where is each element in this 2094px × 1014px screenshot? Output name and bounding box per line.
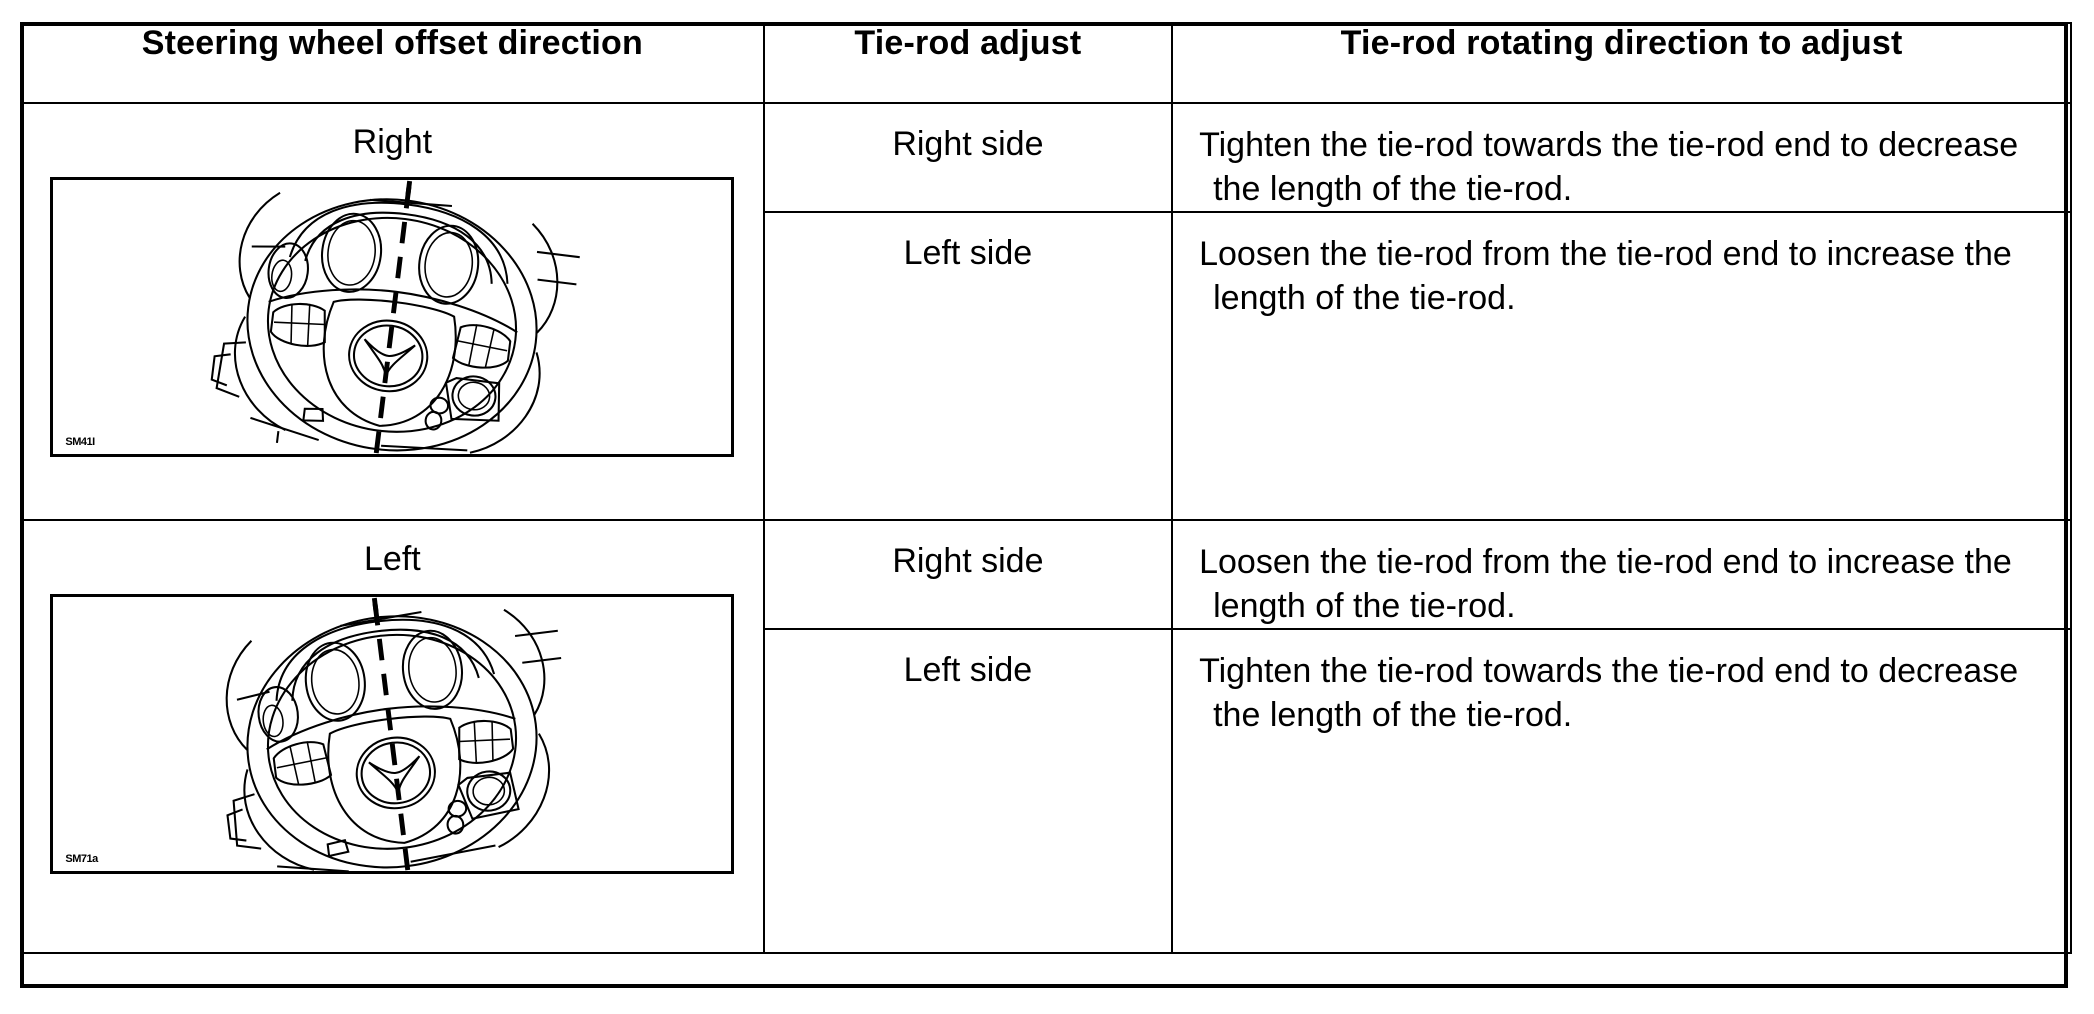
table-body: Right [20, 101, 2072, 955]
figure-code-label: SM71a [65, 853, 98, 866]
tie-rod-description-cell: Tighten the tie-rod towards the tie-rod … [1171, 101, 2072, 214]
tie-rod-adjustment-table: Steering wheel offset direction Tie-rod … [20, 22, 2072, 955]
table-header-row: Steering wheel offset direction Tie-rod … [20, 22, 2072, 104]
tie-rod-side-cell: Right side [762, 519, 1174, 631]
steering-wheel-icon [210, 181, 581, 455]
column-header-tie-rod-rotating-direction: Tie-rod rotating direction to adjust [1171, 22, 2072, 104]
offset-direction-cell-left: Left [20, 519, 765, 955]
table-row: Left [20, 519, 2072, 955]
offset-direction-cell-right: Right [20, 101, 765, 522]
table-row: Right [20, 101, 2072, 522]
steering-wheel-figure-left: SM71a [50, 594, 735, 875]
column-header-tie-rod-adjust: Tie-rod adjust [762, 22, 1174, 104]
tie-rod-side-label: Right side [892, 542, 1044, 581]
table-row: Left side Tighten the tie-rod towards th… [21, 628, 2072, 955]
offset-direction-label: Right [352, 123, 433, 161]
tie-rod-description-cell: Tighten the tie-rod towards the tie-rod … [1171, 628, 2072, 955]
tie-rod-side-cell: Left side [762, 211, 1174, 522]
tie-rod-description-cell: Loosen the tie-rod from the tie-rod end … [1171, 519, 2072, 631]
steering-wheel-icon [225, 598, 562, 872]
column-header-steering-wheel-offset-direction: Steering wheel offset direction [20, 22, 765, 104]
figure-code-label: SM41I [65, 436, 95, 449]
tie-rod-description-text: Loosen the tie-rod from the tie-rod end … [1199, 235, 2012, 317]
tie-rod-description-text: Tighten the tie-rod towards the tie-rod … [1199, 652, 2019, 734]
table-row: Left side Loosen the tie-rod from the ti… [21, 211, 2072, 522]
tie-rod-description-text: Loosen the tie-rod from the tie-rod end … [1199, 543, 2012, 625]
tie-rod-side-label: Right side [892, 125, 1044, 163]
tie-rod-side-label: Left side [903, 234, 1033, 273]
offset-direction-label: Left [364, 540, 421, 579]
tie-rod-side-label: Left side [903, 651, 1033, 690]
tie-rod-side-cell: Left side [762, 628, 1174, 955]
tie-rod-side-cell: Right side [762, 101, 1174, 214]
table-header: Steering wheel offset direction Tie-rod … [20, 22, 2072, 104]
tie-rod-description-text: Tighten the tie-rod towards the tie-rod … [1199, 126, 2019, 208]
steering-wheel-figure-right: SM41I [50, 177, 735, 458]
tie-rod-description-cell: Loosen the tie-rod from the tie-rod end … [1171, 211, 2072, 522]
